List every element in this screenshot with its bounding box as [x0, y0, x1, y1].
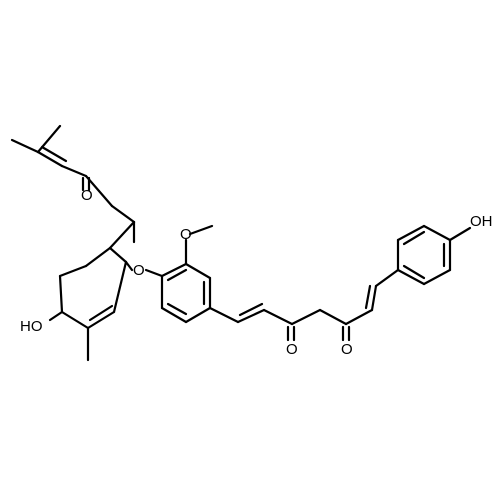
- dione-oxygen-left-label: O: [286, 341, 298, 358]
- sidechain-bonds: [10, 124, 136, 250]
- ether-bonds: [124, 260, 164, 278]
- phenol-oh-label: OH: [470, 213, 493, 230]
- hydroxy-label: HO: [20, 318, 43, 335]
- guaiacyl-ring: [160, 224, 214, 324]
- cyclohexene-ring: [48, 246, 128, 362]
- ether-oxygen-label: O: [133, 262, 145, 279]
- ketone-oxygen-label: O: [81, 187, 93, 204]
- phenol-ring: [396, 224, 472, 286]
- dione-chain-bonds: [208, 268, 400, 342]
- methoxy-oxygen-label: O: [180, 226, 192, 243]
- dione-oxygen-right-label: O: [341, 341, 353, 358]
